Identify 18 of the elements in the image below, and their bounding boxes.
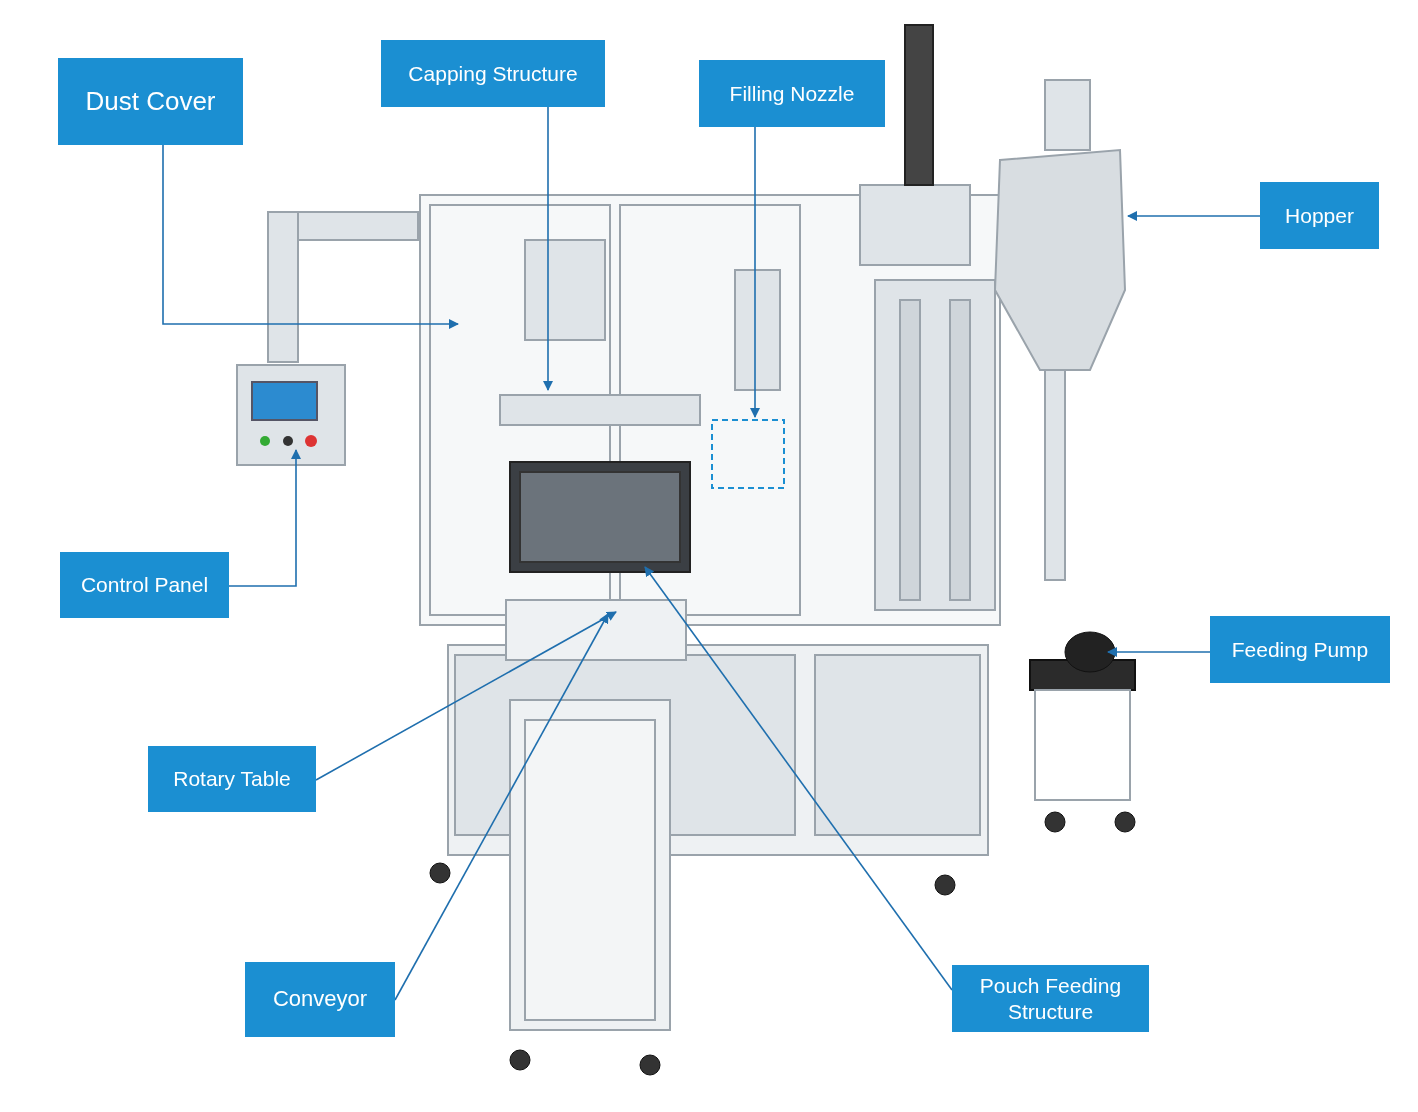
callout-label: Hopper (1260, 182, 1379, 249)
callout-label: Feeding Pump (1210, 616, 1390, 683)
callout-label: Capping Structure (381, 40, 605, 107)
leader-line (1127, 211, 1261, 221)
callout-label: Filling Nozzle (699, 60, 885, 127)
callout-label: Pouch Feeding Structure (952, 965, 1149, 1032)
callout-label: Rotary Table (148, 746, 316, 812)
leader-line (315, 611, 617, 781)
leader-line (543, 106, 553, 391)
leader-line (644, 566, 953, 991)
callout-label: Control Panel (60, 552, 229, 618)
leader-line (228, 449, 301, 587)
callout-label: Conveyor (245, 962, 395, 1037)
leader-line (394, 613, 609, 1001)
leader-line (162, 144, 459, 329)
leader-line (750, 126, 760, 418)
callout-label: Dust Cover (58, 58, 243, 145)
leader-line (1107, 647, 1211, 657)
